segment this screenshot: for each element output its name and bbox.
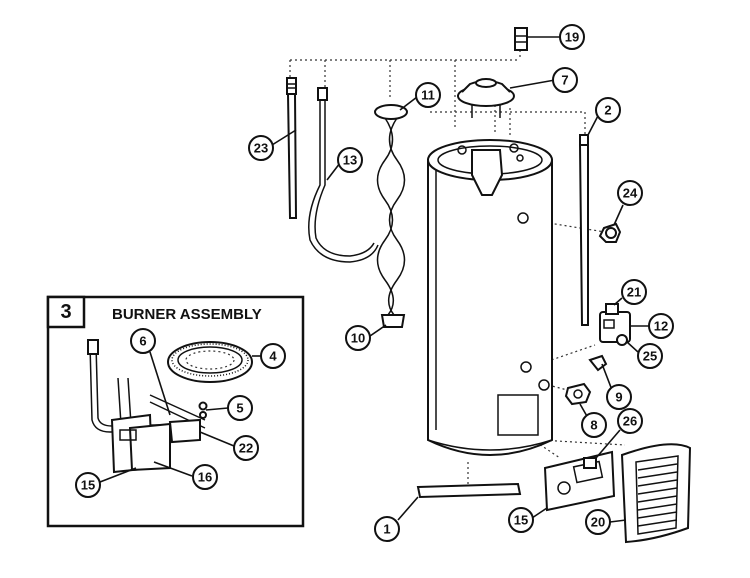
callout-10: 10 [345, 325, 371, 351]
part-23-anode-rod [286, 77, 298, 219]
svg-text:21: 21 [627, 285, 641, 300]
svg-text:24: 24 [623, 186, 638, 201]
callout-22: 22 [233, 435, 259, 461]
svg-text:26: 26 [623, 414, 637, 429]
callout-23: 23 [248, 135, 274, 161]
callout-20: 20 [585, 509, 611, 535]
part-2-anode-rod-right [578, 134, 589, 326]
part-13-dip-tube [308, 87, 379, 263]
part-20-jacket-grille [620, 443, 692, 544]
callout-8: 8 [581, 412, 607, 438]
svg-text:10: 10 [351, 331, 365, 346]
callout-7: 7 [552, 67, 578, 93]
callout-2: 2 [595, 97, 621, 123]
svg-text:23: 23 [254, 141, 268, 156]
part-1-base-plate [416, 482, 522, 499]
part-7-draft-hood [457, 78, 515, 118]
callout-9: 9 [606, 384, 632, 410]
callout-25: 25 [637, 343, 663, 369]
inset-title: BURNER ASSEMBLY [112, 306, 262, 323]
callout-6: 6 [130, 328, 156, 354]
part-12-gas-valve [599, 303, 631, 346]
callout-24: 24 [617, 180, 643, 206]
part-11-10-flue-baffle [374, 104, 408, 328]
svg-text:12: 12 [654, 319, 668, 334]
callout-11: 11 [415, 82, 441, 108]
svg-text:5: 5 [236, 401, 243, 416]
svg-text:22: 22 [239, 441, 253, 456]
callout-4: 4 [260, 343, 286, 369]
svg-text:8: 8 [590, 418, 597, 433]
svg-text:2: 2 [604, 103, 611, 118]
callout-15-main: 15 [508, 507, 534, 533]
part-9-fitting [588, 354, 608, 372]
callout-26: 26 [617, 408, 643, 434]
svg-text:4: 4 [269, 349, 277, 364]
callout-16: 16 [192, 464, 218, 490]
part-4-burner [167, 341, 253, 383]
part-6-manifold-door [110, 413, 201, 474]
leader-lines [99, 36, 650, 523]
callout-13: 13 [337, 147, 363, 173]
svg-text:6: 6 [139, 334, 146, 349]
svg-text:19: 19 [565, 30, 579, 45]
svg-text:15: 15 [81, 478, 95, 493]
part-26-sight-glass [583, 457, 597, 469]
part-15-outer-door [543, 450, 616, 512]
part-24-drain-valve [598, 222, 622, 243]
callout-21: 21 [621, 279, 647, 305]
svg-text:20: 20 [591, 515, 605, 530]
part-5-orifice [198, 401, 208, 419]
svg-text:16: 16 [198, 470, 212, 485]
svg-text:25: 25 [643, 349, 657, 364]
callout-19: 19 [559, 24, 585, 50]
callout-1: 1 [374, 516, 400, 542]
svg-text:11: 11 [421, 88, 435, 103]
part-19-nipple [514, 27, 528, 51]
callout-15-inset: 15 [75, 472, 101, 498]
part-8-thermocouple-fitting [564, 382, 592, 406]
water-heater-tank [427, 139, 553, 456]
svg-text:7: 7 [561, 73, 568, 88]
svg-text:9: 9 [615, 390, 622, 405]
svg-text:1: 1 [383, 522, 390, 537]
svg-text:15: 15 [514, 513, 528, 528]
callout-12: 12 [648, 313, 674, 339]
inset-number: 3 [60, 301, 71, 323]
callout-5: 5 [227, 395, 253, 421]
svg-text:13: 13 [343, 153, 357, 168]
